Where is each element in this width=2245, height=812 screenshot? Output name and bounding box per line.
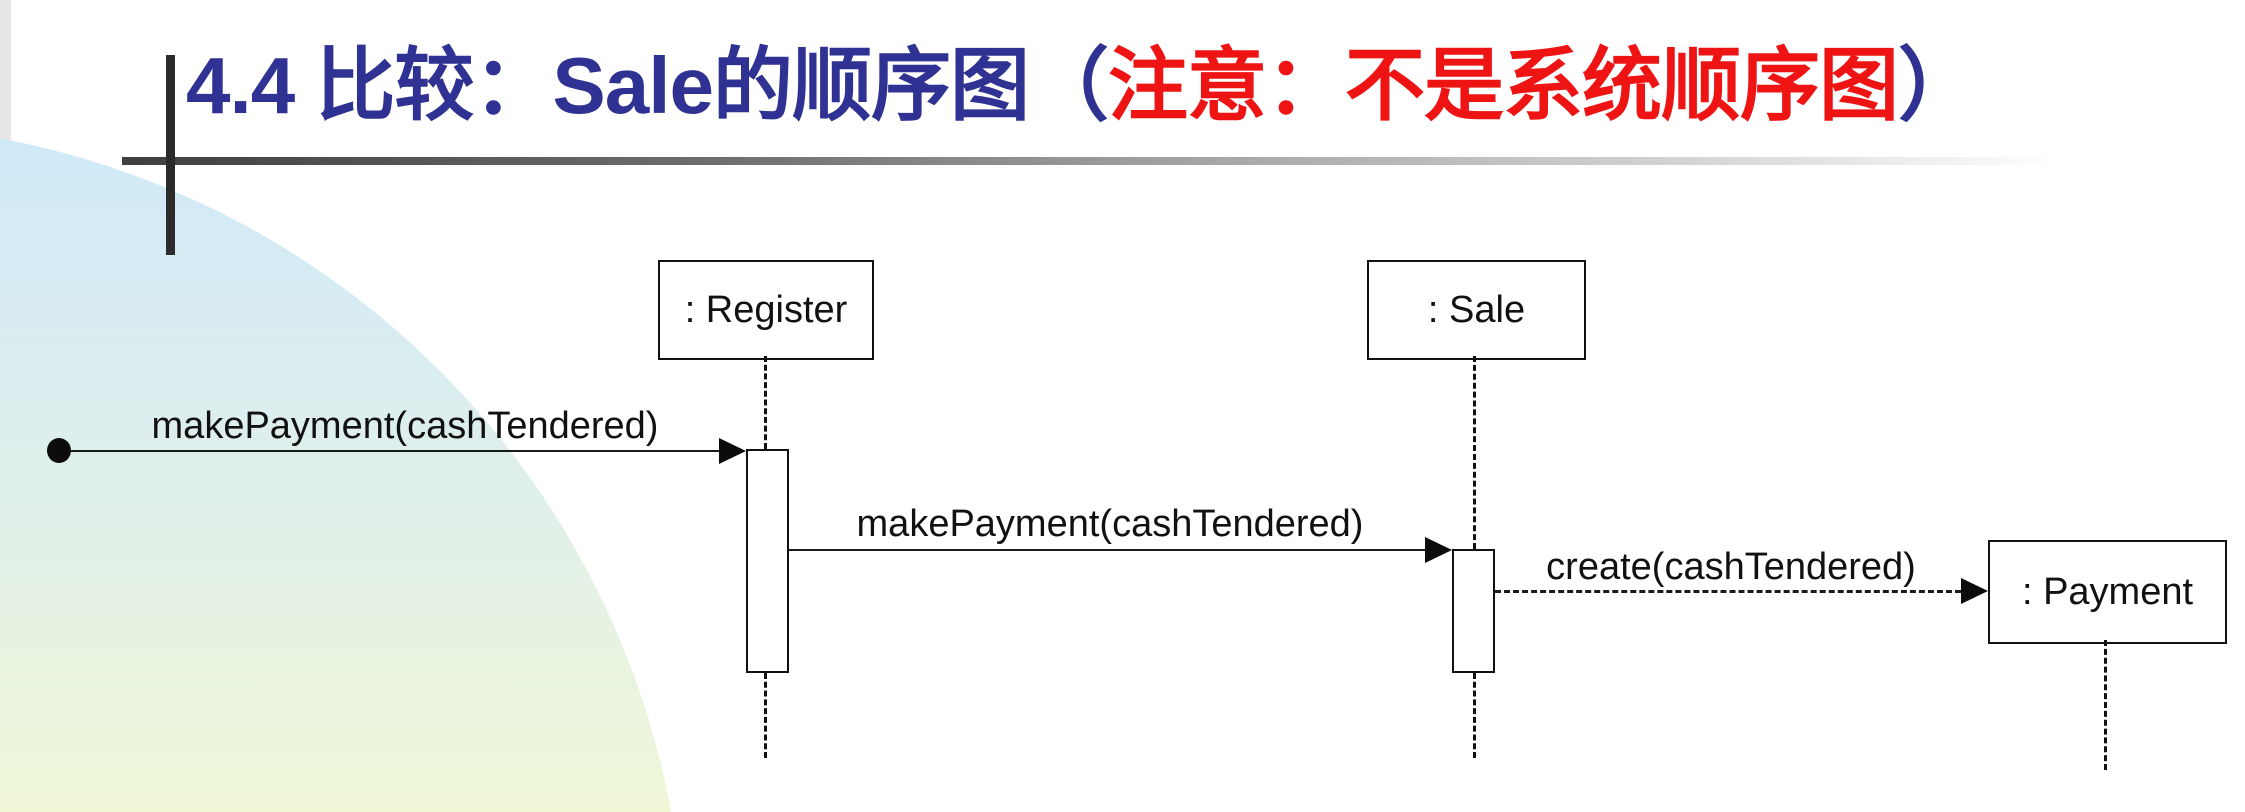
message1-label: makePayment(cashTendered) [151, 405, 659, 447]
title-cross-bar [166, 55, 175, 255]
object-label-register: : Register [684, 288, 848, 331]
corner-gradient-decoration [0, 124, 685, 812]
message1-arrowhead-icon [719, 438, 746, 464]
sale-lifeline-upper [1473, 356, 1476, 549]
message2-line [789, 549, 1426, 551]
register-activation-bar [746, 449, 789, 673]
register-lifeline-lower [764, 673, 767, 758]
register-lifeline-upper [764, 356, 767, 449]
object-box-sale: : Sale [1367, 260, 1586, 360]
payment-lifeline [2104, 640, 2107, 770]
title-close-paren: ） [1898, 41, 1978, 130]
message2-arrowhead-icon [1425, 537, 1452, 563]
message3-create-line [1495, 590, 1961, 593]
title-warning-text: 注意：不是系统顺序图 [1108, 41, 1899, 130]
title-underline-rule [122, 157, 2142, 165]
found-message-circle [47, 438, 71, 463]
object-label-payment: : Payment [2021, 570, 2194, 613]
slide-title: 4.4 比较：Sale的顺序图（注意：不是系统顺序图） [186, 40, 1978, 132]
message2-label: makePayment(cashTendered) [856, 503, 1364, 545]
object-box-register: : Register [658, 260, 874, 360]
message1-line [69, 450, 719, 452]
sale-activation-bar [1452, 549, 1495, 673]
object-box-payment: : Payment [1988, 540, 2227, 644]
message3-label: create(cashTendered) [1546, 546, 1916, 588]
message3-arrowhead-icon [1961, 578, 1988, 604]
sale-lifeline-lower [1473, 673, 1476, 758]
title-main-text: 4.4 比较：Sale的顺序图（ [186, 41, 1109, 130]
object-label-sale: : Sale [1427, 288, 1526, 331]
